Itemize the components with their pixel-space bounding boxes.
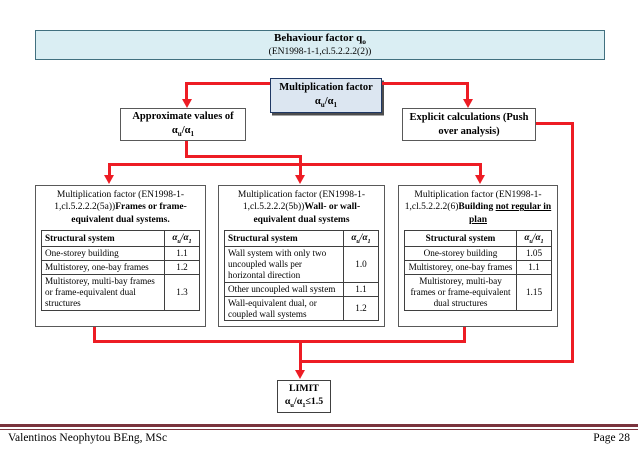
multiplication-factor-box: Multiplication factor αu/α1 [270, 78, 382, 113]
ratio-value-cell: 1.1 [164, 246, 200, 262]
structural-system-cell: One-storey building [41, 246, 165, 262]
connector-bottom-bar [93, 340, 466, 343]
ratio-value-cell: 1.1 [516, 260, 552, 275]
connector-mult-to-approx-h [187, 82, 270, 85]
frames-title-bold: Frames or frame-equivalent dual systems. [71, 202, 187, 225]
behaviour-factor-box: Behaviour factor qo (EN1998-1-1,cl.5.2.2… [35, 30, 605, 60]
ratio-value-cell: 1.1 [343, 281, 379, 297]
footer-rule-thin [0, 429, 638, 430]
connector-approx-right [185, 155, 302, 158]
table-row: Multistorey, multi-bay frames or frame-e… [41, 273, 200, 311]
table-row: Wall system with only two uncoupled wall… [224, 246, 379, 283]
arrowhead-into-approx [182, 99, 192, 108]
arrowhead-into-irregular-table [475, 175, 485, 184]
arrowhead-into-explicit [463, 99, 473, 108]
ratio-value-cell: 1.2 [164, 260, 200, 275]
limit-label: LIMIT [289, 382, 319, 394]
ratio-header: αu/α1 [516, 230, 552, 248]
walls-title-bold: Wall- or wall-equivalent dual systems [253, 202, 361, 225]
explicit-calculations-label: Explicit calculations (Push over analysi… [409, 111, 529, 137]
table-row: Multistorey, multi-bay frames or frame-e… [404, 273, 552, 311]
approximate-values-ratio: αu/α1 [171, 124, 195, 138]
walls-title-normal: Multiplication factor (EN1998-1-1,cl.5.2… [237, 190, 366, 213]
ratio-value-cell: 1.15 [516, 273, 552, 311]
limit-ratio: αu/α1≤1.5 [284, 395, 324, 409]
table-row: Wall-equivalent dual, or coupled wall sy… [224, 295, 379, 322]
multiplication-factor-label: Multiplication factor [279, 81, 373, 93]
table-header-row: Structural system αu/α1 [404, 230, 552, 248]
frames-table-title: Multiplication factor (EN1998-1-1,cl.5.2… [36, 186, 205, 228]
structural-system-cell: Multistorey, one-bay frames [404, 260, 517, 275]
structural-system-cell: Multistorey, multi-bay frames or frame-e… [404, 273, 517, 311]
connector-irregular-bottom [463, 327, 466, 343]
structural-system-header: Structural system [224, 230, 344, 248]
behaviour-factor-clause: (EN1998-1-1,cl.5.2.2.2(2)) [268, 46, 372, 57]
frames-table-box: Multiplication factor (EN1998-1-1,cl.5.2… [35, 185, 206, 327]
walls-table-box: Multiplication factor (EN1998-1-1,cl.5.2… [218, 185, 385, 327]
table-header-row: Structural system αu/α1 [224, 230, 379, 248]
structural-system-cell: Multistorey, multi-bay frames or frame-e… [41, 273, 165, 311]
ratio-value-cell: 1.0 [343, 246, 379, 283]
walls-table: Structural system αu/α1 Wall system with… [224, 230, 379, 322]
structural-system-cell: Wall-equivalent dual, or coupled wall sy… [224, 295, 344, 322]
frames-table: Structural system αu/α1 One-storey build… [41, 230, 200, 311]
ratio-header: αu/α1 [164, 230, 200, 248]
table-header-row: Structural system αu/α1 [41, 230, 200, 248]
connector-mult-to-explicit-h [382, 82, 469, 85]
connector-right-drop [571, 122, 574, 363]
structural-system-cell: Wall system with only two uncoupled wall… [224, 246, 344, 283]
irregular-title-underline: not regular in plan [469, 202, 552, 225]
irregular-plan-table: Structural system αu/α1 One-storey build… [404, 230, 552, 311]
connector-branch-bar [108, 163, 482, 166]
multiplication-factor-ratio: αu/α1 [314, 95, 338, 109]
explicit-calculations-box: Explicit calculations (Push over analysi… [402, 108, 536, 141]
connector-stub-walls [299, 163, 302, 176]
connector-approx-down [185, 141, 188, 158]
walls-table-title: Multiplication factor (EN1998-1-1,cl.5.2… [219, 186, 384, 228]
approximate-values-label: Approximate values of [132, 110, 234, 122]
structural-system-header: Structural system [404, 230, 517, 248]
footer-page-number: Page 28 [593, 432, 630, 444]
connector-limit-drop [299, 340, 302, 371]
irregular-plan-table-box: Multiplication factor (EN1998-1-1,cl.5.2… [398, 185, 558, 327]
frames-title-normal: Multiplication factor (EN1998-1-1,cl.5.2… [54, 190, 185, 213]
arrowhead-into-frames-table [104, 175, 114, 184]
structural-system-header: Structural system [41, 230, 165, 248]
structural-system-cell: One-storey building [404, 246, 517, 262]
ratio-header: αu/α1 [343, 230, 379, 248]
connector-mult-to-explicit-v [466, 82, 469, 101]
structural-system-cell: Multistorey, one-bay frames [41, 260, 165, 275]
ratio-value-cell: 1.2 [343, 295, 379, 322]
ratio-value-cell: 1.3 [164, 273, 200, 311]
irregular-plan-table-title: Multiplication factor (EN1998-1-1,cl.5.2… [399, 186, 557, 228]
irregular-title-bold: Building [458, 202, 496, 213]
arrowhead-into-walls-table [295, 175, 305, 184]
connector-stub-irregular [479, 163, 482, 176]
ratio-value-cell: 1.05 [516, 246, 552, 262]
connector-right-to-limit [300, 360, 574, 363]
connector-mult-to-approx-v [185, 82, 188, 101]
connector-explicit-right [536, 122, 574, 125]
footer-author: Valentinos Neophytou BEng, MSc [8, 432, 168, 444]
limit-box: LIMIT αu/α1≤1.5 [277, 380, 331, 413]
irregular-title-normal: Multiplication factor (EN1998-1-1,cl.5.2… [404, 190, 542, 213]
structural-system-cell: Other uncoupled wall system [224, 281, 344, 297]
footer-rule-thick [0, 424, 638, 427]
connector-stub-frames [108, 163, 111, 176]
approximate-values-box: Approximate values of αu/α1 [120, 108, 246, 141]
connector-frames-bottom [93, 327, 96, 343]
behaviour-factor-title: Behaviour factor qo [274, 32, 366, 47]
arrowhead-into-limit [295, 370, 305, 379]
connector-approx-drop [299, 155, 302, 166]
